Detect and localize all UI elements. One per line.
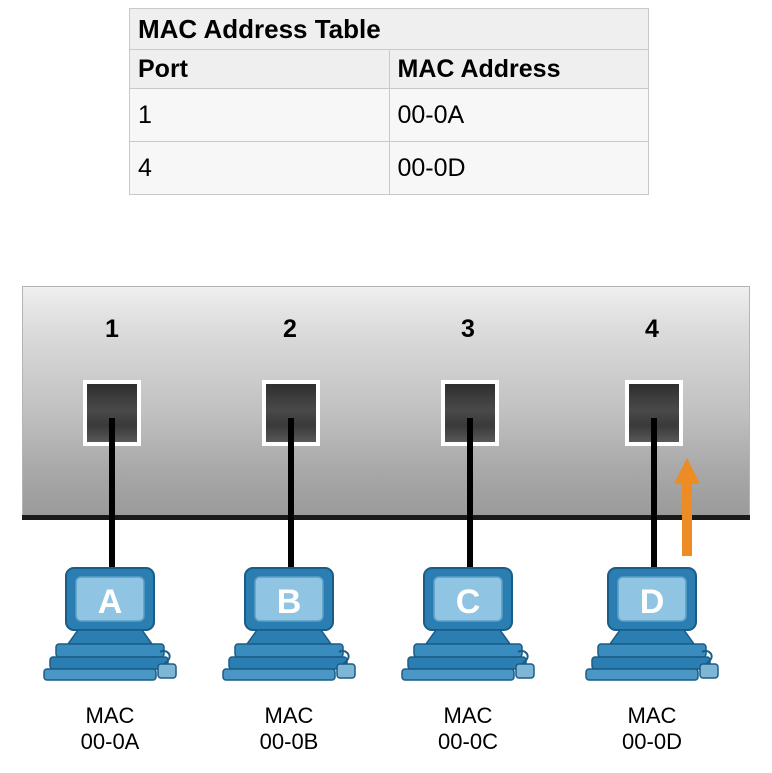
mac-label-c: MAC 00-0C [388, 703, 548, 755]
traffic-arrow-icon [674, 458, 700, 556]
host-letter-b: B [277, 583, 302, 621]
port-number-2: 2 [283, 315, 297, 343]
mac-label-c-line1: MAC [443, 703, 493, 728]
host-pc-d: D [585, 567, 719, 681]
host-pc-c: C [401, 567, 535, 681]
mac-label-b-line2: 00-0B [259, 729, 319, 754]
table-row: 4 00-0D [129, 141, 649, 195]
cable-port-3 [467, 418, 473, 583]
mac-label-d-line1: MAC [627, 703, 677, 728]
mac-label-d: MAC 00-0D [572, 703, 732, 755]
port-number-3: 3 [461, 315, 475, 343]
cable-port-4 [651, 418, 657, 583]
mac-label-a: MAC 00-0A [30, 703, 190, 755]
column-header-mac-address: MAC Address [388, 49, 649, 89]
host-letter-c: C [456, 583, 481, 621]
host-pc-b: B [222, 567, 356, 681]
mac-label-b-line1: MAC [264, 703, 314, 728]
column-header-port: Port [129, 49, 390, 89]
cable-port-1 [109, 418, 115, 583]
cell-port: 1 [129, 88, 390, 142]
cell-port: 4 [129, 141, 390, 195]
table-row: 1 00-0A [129, 88, 649, 142]
mac-label-d-line2: 00-0D [622, 729, 682, 754]
switch-base-strip [22, 515, 750, 520]
mac-table-title-row: MAC Address Table [129, 8, 649, 50]
mac-label-b: MAC 00-0B [209, 703, 369, 755]
host-pc-a: A [43, 567, 177, 681]
mac-label-c-line2: 00-0C [438, 729, 498, 754]
cable-port-2 [288, 418, 294, 583]
cell-mac: 00-0A [388, 88, 649, 142]
mac-label-a-line1: MAC [85, 703, 135, 728]
mac-table-title: MAC Address Table [129, 8, 649, 50]
host-letter-d: D [640, 583, 665, 621]
port-number-4: 4 [645, 315, 659, 343]
mac-label-a-line2: 00-0A [80, 729, 140, 754]
mac-address-table: MAC Address Table Port MAC Address 1 00-… [129, 8, 649, 195]
cell-mac: 00-0D [388, 141, 649, 195]
port-number-1: 1 [105, 315, 119, 343]
mac-table-header-row: Port MAC Address [129, 49, 649, 89]
host-letter-a: A [98, 583, 123, 621]
